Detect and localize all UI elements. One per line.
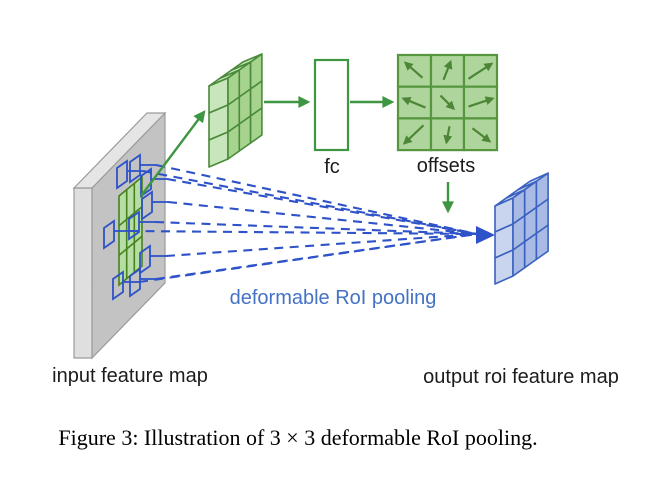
- pooling-ray: [154, 220, 478, 236]
- roi-grid-line: [118, 235, 143, 256]
- roi-bin: [129, 267, 141, 298]
- offset-arrow: [443, 126, 453, 145]
- offset-arrow: [402, 124, 425, 145]
- offset-arrow: [471, 127, 492, 143]
- offsets-grid: [396, 53, 499, 152]
- roi-bin: [129, 153, 141, 184]
- figure-caption: Figure 3: Illustration of 3 × 3 deformab…: [58, 425, 538, 450]
- pooling-arrowhead: [476, 226, 495, 244]
- pooling-rays: [114, 163, 478, 284]
- offset-grid-cell: [462, 117, 499, 152]
- pooled-features-block: [208, 53, 263, 168]
- pooling-ray: [155, 163, 478, 236]
- flow-arrows: [140, 96, 454, 214]
- slab-top-face: [72, 112, 167, 189]
- deformable-bins: [103, 153, 153, 301]
- roi-bin: [128, 210, 140, 241]
- pooling-ray: [166, 177, 478, 236]
- flow-arrow: [140, 110, 206, 197]
- pooling-ray: [155, 232, 478, 281]
- offset-arrow: [442, 59, 453, 81]
- roi-bin: [141, 190, 153, 221]
- roi-bin: [116, 159, 128, 190]
- offset-arrow: [439, 94, 456, 111]
- output-block-cell: [535, 224, 549, 261]
- offsets-label: offsets: [416, 155, 476, 177]
- pooling-ray: [129, 229, 478, 236]
- offset-arrow: [468, 96, 495, 108]
- output-roi-feature-map-label: output roi feature map: [423, 366, 619, 388]
- offset-arrow: [467, 62, 494, 80]
- roi-bin: [140, 167, 152, 198]
- offsets-arrows: [401, 59, 495, 145]
- fc-layer-box: [313, 58, 350, 152]
- roi-region: [118, 175, 143, 287]
- deformable-roi-pooling-label: deformable RoI pooling: [229, 287, 437, 309]
- input-feature-map-label: input feature map: [52, 365, 208, 387]
- fc-label: fc: [324, 156, 340, 178]
- pooled-block-cell: [249, 107, 263, 144]
- pooling-ray: [167, 200, 478, 236]
- offset-arrow: [403, 61, 424, 79]
- pooling-ray: [142, 169, 478, 236]
- slab-left-face: [73, 187, 93, 359]
- output-roi-block: [494, 172, 549, 285]
- roi-grid-line: [118, 206, 143, 227]
- pooling-ray: [165, 232, 478, 258]
- roi-bin: [103, 219, 115, 250]
- roi-bin: [112, 270, 124, 301]
- roi-bin: [139, 244, 151, 275]
- offset-arrow: [401, 96, 426, 109]
